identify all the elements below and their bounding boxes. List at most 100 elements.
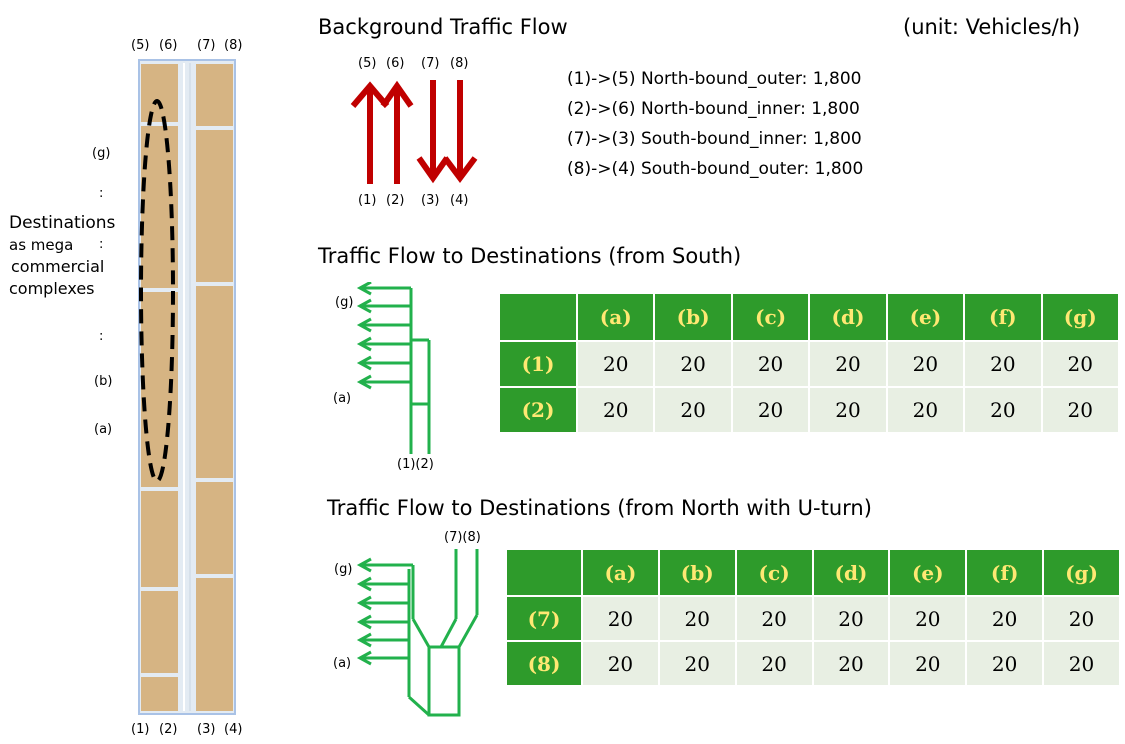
- flow-line: (8)->(4) South-bound_outer: 1,800: [567, 159, 864, 179]
- table-column-header: (g): [1042, 548, 1121, 597]
- south-diagram-label-g: (g): [335, 295, 354, 310]
- table-cell: 20: [963, 340, 1043, 388]
- table-cell: 20: [653, 340, 733, 388]
- table-column-header: (e): [888, 548, 968, 597]
- table-cell: 20: [885, 386, 966, 434]
- table-row: (2) 20 20 20 20 20 20 20: [498, 386, 1121, 434]
- table-cell: 20: [811, 595, 891, 642]
- table-cell: 20: [657, 595, 737, 642]
- flow-line: (1)->(5) North-bound_outer: 1,800: [567, 69, 862, 89]
- table-cell: 20: [888, 640, 968, 687]
- table-cell: 20: [808, 340, 888, 388]
- map-side-label-b: (b): [94, 374, 113, 389]
- north-diagram-label-a: (a): [333, 656, 352, 671]
- arrow-bottom-label: (4): [450, 193, 469, 208]
- south-diagram-label-bottom: (1)(2): [397, 457, 434, 472]
- destinations-caption: Destinations as mega commercial complexe…: [9, 212, 115, 300]
- map-top-label: (6): [159, 38, 178, 53]
- map-bottom-label: (3): [197, 722, 216, 737]
- arrow-top-label: (5): [358, 56, 377, 71]
- table-cell: 20: [1040, 340, 1121, 388]
- flow-line: (2)->(6) North-bound_inner: 1,800: [567, 99, 860, 119]
- table-cell: 20: [730, 386, 811, 434]
- table-column-header: (b): [653, 292, 733, 342]
- table-cell: 20: [581, 640, 660, 687]
- map-bottom-label: (1): [131, 722, 150, 737]
- table-row-header: (7): [505, 595, 583, 642]
- map-side-label-a: (a): [94, 422, 113, 437]
- table-row: (1) 20 20 20 20 20 20 20: [498, 340, 1121, 388]
- table-cell: 20: [1042, 595, 1121, 642]
- map-top-label: (5): [131, 38, 150, 53]
- table-column-header: (f): [963, 292, 1043, 342]
- table-cell: 20: [811, 640, 891, 687]
- table-cell: 20: [965, 595, 1045, 642]
- background-flow-arrows: [350, 80, 478, 184]
- table-cell: 20: [734, 640, 814, 687]
- table-header-row: (a) (b) (c) (d) (e) (f) (g): [498, 292, 1121, 342]
- table-cell: 20: [653, 386, 733, 434]
- north-diagram-label-top: (7)(8): [444, 530, 481, 545]
- table-cell: 20: [575, 340, 656, 388]
- table-row-header: (8): [505, 640, 583, 687]
- arrow-bottom-label: (2): [386, 193, 405, 208]
- table-cell: 20: [1042, 640, 1121, 687]
- south-flow-title: Traffic Flow to Destinations (from South…: [318, 244, 742, 268]
- arrow-bottom-label: (3): [421, 193, 440, 208]
- table-cell: 20: [808, 386, 888, 434]
- arrow-top-label: (7): [421, 56, 440, 71]
- table-cell: 20: [963, 386, 1043, 434]
- table-column-header: (d): [808, 292, 888, 342]
- north-flow-diagram: [356, 549, 479, 717]
- table-cell: 20: [965, 640, 1045, 687]
- destinations-line: complexes: [9, 279, 95, 298]
- destinations-line: as mega: [9, 236, 74, 254]
- map-side-dots: :: [99, 186, 104, 201]
- map-bottom-label: (4): [224, 722, 243, 737]
- table-corner: [505, 548, 583, 597]
- unit-label: (unit: Vehicles/h): [903, 15, 1081, 39]
- table-row-header: (2): [498, 386, 578, 434]
- arrow-top-label: (6): [386, 56, 405, 71]
- arrow-top-label: (8): [450, 56, 469, 71]
- arrow-bottom-label: (1): [358, 193, 377, 208]
- map-side-label-g: (g): [92, 146, 111, 161]
- flow-line: (7)->(3) South-bound_inner: 1,800: [567, 129, 862, 149]
- table-row-header: (1): [498, 340, 578, 388]
- table-column-header: (a): [575, 292, 656, 342]
- road-map: (5) (6) (7) (8) (g) : : : (b) (a) Destin…: [0, 0, 300, 744]
- table-row: (8) 20 20 20 20 20 20 20: [505, 640, 1121, 687]
- north-flow-table: (a) (b) (c) (d) (e) (f) (g) (7) 20 20 20…: [505, 548, 1121, 687]
- table-column-header: (f): [965, 548, 1045, 597]
- table-column-header: (c): [734, 548, 814, 597]
- table-column-header: (d): [811, 548, 891, 597]
- table-column-header: (a): [581, 548, 660, 597]
- destination-ellipse: [139, 99, 175, 483]
- table-cell: 20: [734, 595, 814, 642]
- table-column-header: (g): [1040, 292, 1121, 342]
- map-side-dots: :: [99, 237, 104, 252]
- table-cell: 20: [657, 640, 737, 687]
- table-row: (7) 20 20 20 20 20 20 20: [505, 595, 1121, 642]
- table-column-header: (e): [885, 292, 966, 342]
- table-cell: 20: [1040, 386, 1121, 434]
- table-cell: 20: [885, 340, 966, 388]
- destinations-line: commercial: [11, 257, 105, 276]
- table-cell: 20: [575, 386, 656, 434]
- map-top-label: (8): [224, 38, 243, 53]
- south-diagram-label-a: (a): [333, 391, 352, 406]
- map-side-dots: :: [99, 329, 104, 344]
- table-cell: 20: [888, 595, 968, 642]
- map-top-label: (7): [197, 38, 216, 53]
- background-flow-title: Background Traffic Flow: [318, 15, 568, 39]
- map-bottom-label: (2): [159, 722, 178, 737]
- south-flow-table: (a) (b) (c) (d) (e) (f) (g) (1) 20 20 20…: [498, 292, 1121, 434]
- table-corner: [498, 292, 578, 342]
- table-cell: 20: [581, 595, 660, 642]
- destinations-line: Destinations: [9, 213, 116, 233]
- table-column-header: (b): [657, 548, 737, 597]
- north-diagram-label-g: (g): [334, 562, 353, 577]
- table-cell: 20: [730, 340, 811, 388]
- table-header-row: (a) (b) (c) (d) (e) (f) (g): [505, 548, 1121, 597]
- background-flow-list: (1)->(5) North-bound_outer: 1,800 (2)->(…: [567, 64, 863, 184]
